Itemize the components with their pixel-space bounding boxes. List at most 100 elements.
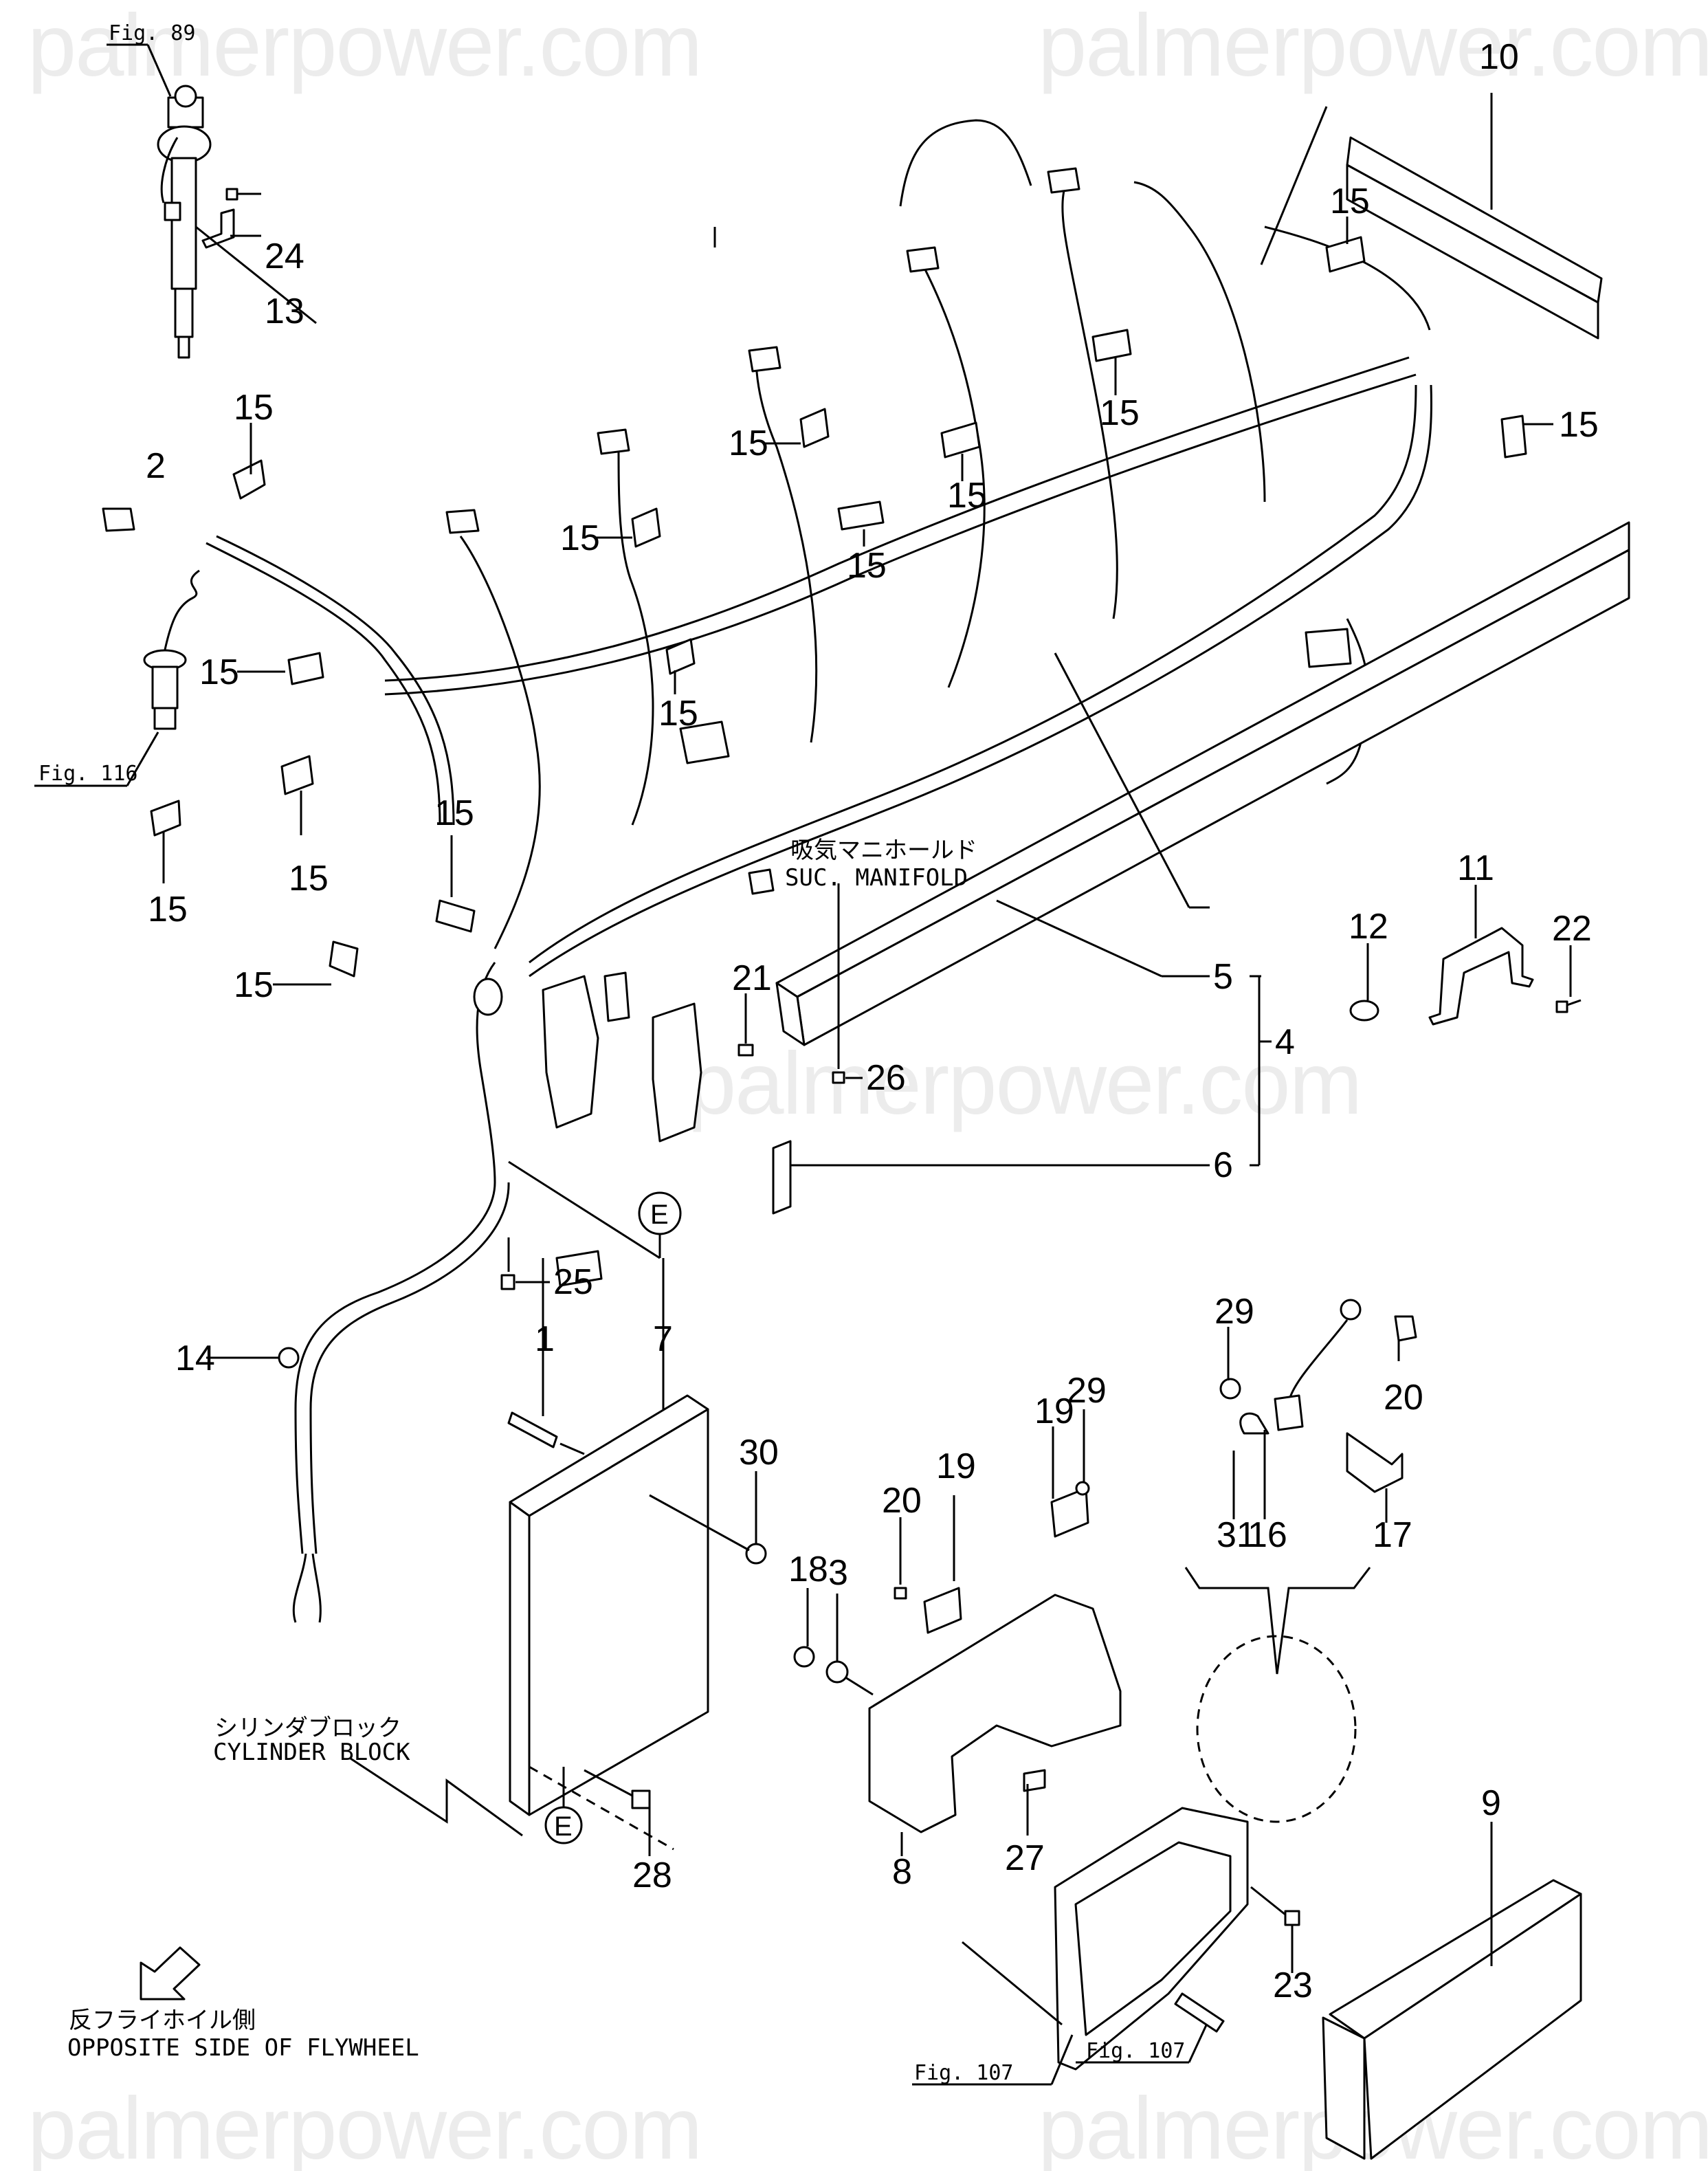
cylinder-block-en: CYLINDER BLOCK	[213, 1739, 410, 1766]
callout-15-a[interactable]: 15	[234, 388, 274, 428]
callout-15-b[interactable]: 15	[199, 652, 239, 692]
callout-15-d[interactable]: 15	[289, 859, 329, 899]
bracket-15	[1500, 415, 1527, 459]
callout-31[interactable]: 31	[1217, 1515, 1256, 1555]
ecu-module	[912, 1807, 1249, 2086]
watermark-top-left: palmerpower.com	[27, 0, 701, 95]
callout-15-j[interactable]: 15	[847, 546, 887, 586]
callout-19-a[interactable]: 19	[936, 1446, 976, 1486]
part-22-bolt	[1555, 945, 1582, 1013]
callout-6[interactable]: 6	[1213, 1145, 1233, 1185]
bracket-15	[232, 459, 266, 500]
callout-1[interactable]: 1	[535, 1319, 555, 1359]
harness-connectors	[102, 167, 1352, 1287]
callout-22[interactable]: 22	[1552, 909, 1592, 949]
fig107-label-b[interactable]: Fig. 107	[1086, 2039, 1186, 2063]
connector-body	[603, 971, 630, 1022]
callout-28[interactable]: 28	[632, 1855, 672, 1895]
callout-29-b[interactable]: 29	[1215, 1292, 1254, 1332]
part-26-bolt	[832, 883, 863, 1084]
suction-manifold-jp: 吸気マニホールド	[790, 837, 977, 864]
part-27-bolt	[1023, 1769, 1046, 1836]
bracket-15	[631, 507, 661, 548]
callout-23[interactable]: 23	[1273, 1965, 1313, 2005]
callout-7[interactable]: 7	[653, 1319, 673, 1359]
connector-body	[652, 1002, 702, 1143]
callout-15-n[interactable]: 15	[1559, 405, 1599, 445]
callout-12[interactable]: 12	[1349, 907, 1388, 947]
part-24-bolt	[225, 188, 261, 201]
cylinder-block-callout	[350, 1757, 523, 1837]
part-28-bolt	[584, 1769, 651, 1856]
callout-15-e[interactable]: 15	[234, 965, 274, 1005]
wire-harness	[206, 119, 1432, 1554]
reference-e-lower	[544, 1767, 583, 1844]
callout-17[interactable]: 17	[1373, 1515, 1412, 1555]
fig89-label[interactable]: Fig. 89	[109, 21, 195, 45]
callout-15-c[interactable]: 15	[148, 890, 188, 929]
connector-block	[679, 720, 730, 764]
grommet	[473, 978, 503, 1016]
callout-4[interactable]: 4	[1275, 1022, 1295, 1062]
callout-25[interactable]: 25	[553, 1262, 593, 1302]
reference-e-lower-label: E	[554, 1811, 573, 1842]
part-29-nut-a	[1075, 1409, 1090, 1496]
callout-27[interactable]: 27	[1005, 1838, 1045, 1878]
callout-14[interactable]: 14	[175, 1338, 215, 1378]
connector-block	[555, 1250, 603, 1287]
callout-30[interactable]: 30	[739, 1433, 779, 1473]
callout-10[interactable]: 10	[1479, 37, 1519, 77]
bracket-15	[435, 899, 476, 933]
callout-19-b[interactable]: 19	[1034, 1391, 1074, 1431]
callout-15-f[interactable]: 15	[434, 793, 474, 833]
callout-18[interactable]: 18	[788, 1550, 828, 1589]
cylinder-block-jp: シリンダブロック	[214, 1715, 401, 1742]
part-9-cover	[1322, 1822, 1582, 2160]
bracket-15	[837, 500, 885, 531]
ecu-leader	[962, 1941, 1063, 2026]
callout-15-m[interactable]: 15	[1330, 181, 1370, 221]
part-19-relay-a	[923, 1495, 962, 1634]
callout-26[interactable]: 26	[866, 1058, 906, 1098]
bracket-15	[280, 755, 314, 795]
callout-24[interactable]: 24	[265, 236, 304, 276]
callout-21[interactable]: 21	[732, 958, 772, 998]
connector-block	[1305, 628, 1352, 668]
part-8-relay-bracket	[868, 1594, 1122, 1856]
fig107-label-a[interactable]: Fig. 107	[914, 2061, 1014, 2085]
flywheel-jp: 反フライホイル側	[69, 2007, 256, 2034]
callout-labels: Fig. 89 Fig. 116 Fig. 107 Fig. 107 吸気マニホ…	[38, 21, 1599, 2085]
callout-15-k[interactable]: 15	[947, 476, 987, 516]
bracket-15	[940, 421, 981, 459]
callout-20-a[interactable]: 20	[882, 1481, 922, 1521]
callout-8[interactable]: 8	[892, 1852, 912, 1892]
part-6-label	[772, 1140, 1100, 1215]
fig116-label[interactable]: Fig. 116	[38, 762, 138, 786]
callout-15-i[interactable]: 15	[729, 423, 768, 463]
callout-29-a[interactable]: 29	[1067, 1371, 1107, 1411]
watermark-center: palmerpower.com	[687, 1035, 1361, 1133]
watermark-bottom-left: palmerpower.com	[27, 2080, 701, 2171]
part-5-rail	[775, 521, 1630, 1046]
part-25-bolt	[500, 1237, 550, 1290]
part-11-clamp-bracket	[1428, 885, 1534, 1026]
part-13-bracket	[195, 208, 317, 324]
callout-5[interactable]: 5	[1213, 957, 1233, 997]
callout-20-b[interactable]: 20	[1384, 1378, 1423, 1418]
callout-15-g[interactable]: 15	[560, 518, 600, 558]
callout-2[interactable]: 2	[146, 446, 166, 486]
connector-block	[445, 509, 480, 534]
callout-16[interactable]: 16	[1247, 1515, 1287, 1555]
callout-15-h[interactable]: 15	[658, 694, 698, 734]
reference-e-upper	[508, 1160, 682, 1259]
bracket-15	[665, 638, 696, 675]
callout-3[interactable]: 3	[828, 1553, 848, 1593]
part-12-hose-clamp	[1349, 943, 1379, 1022]
part-3-washer	[825, 1594, 874, 1696]
watermark-top-right: palmerpower.com	[1038, 0, 1708, 95]
callout-9[interactable]: 9	[1481, 1783, 1501, 1823]
callout-11[interactable]: 11	[1457, 848, 1494, 888]
part-14-cable	[206, 1347, 322, 1623]
callout-13[interactable]: 13	[265, 291, 304, 331]
callout-15-l[interactable]: 15	[1100, 393, 1140, 433]
